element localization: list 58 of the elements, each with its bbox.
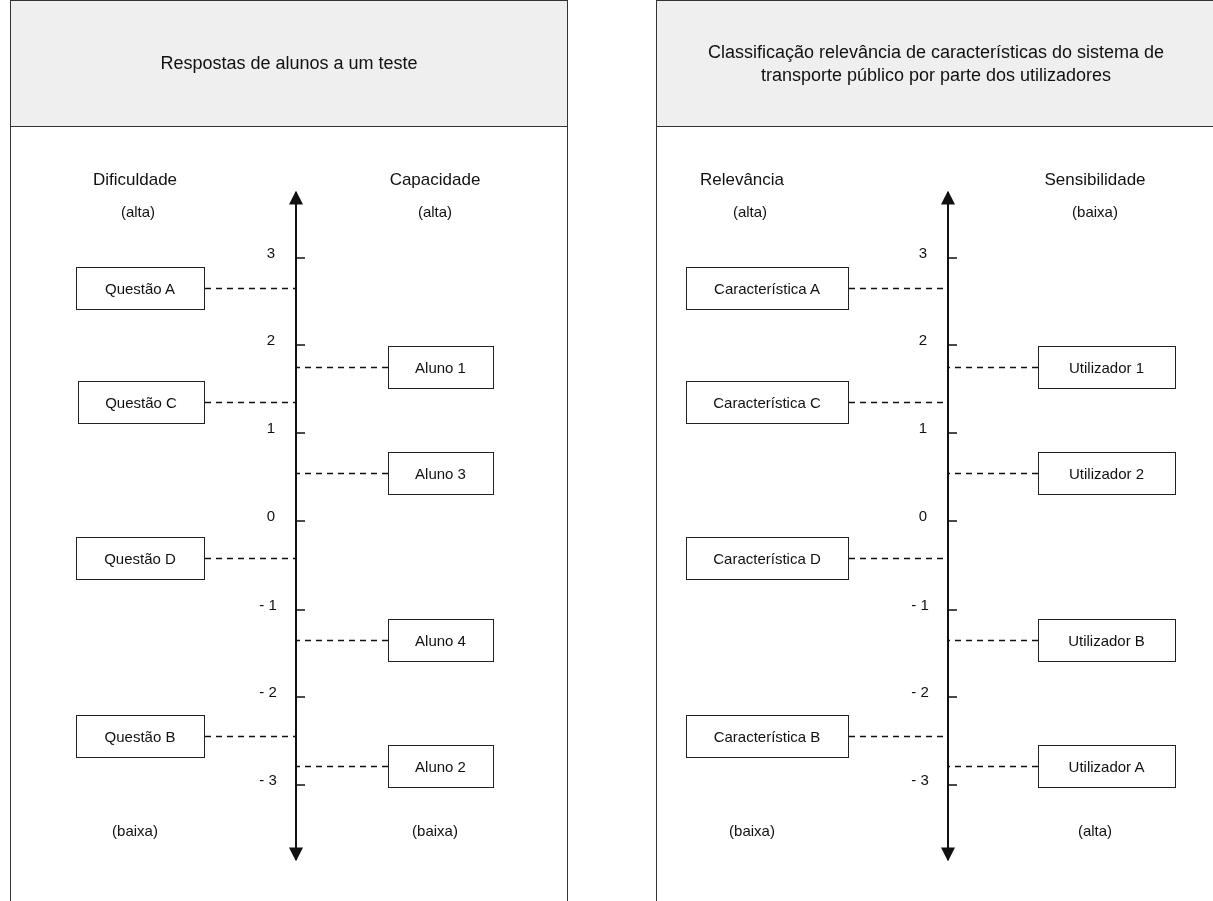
- tick-label: - 2: [911, 683, 929, 700]
- tick-label: 2: [918, 331, 928, 348]
- axis-heading: Sensibilidade: [1044, 170, 1146, 190]
- leader-line: [947, 765, 1039, 768]
- leader-line: [947, 639, 1039, 642]
- axis-heading: Dificuldade: [92, 170, 178, 190]
- leader-line: [295, 366, 389, 369]
- leader-line: [295, 639, 389, 642]
- label-box: Aluno 4: [387, 618, 494, 662]
- scale-end-label: (alta): [120, 203, 156, 220]
- label-box: Característica C: [685, 380, 849, 424]
- scale-end-label: (baixa): [729, 822, 775, 839]
- scale-end-label: (alta): [417, 203, 453, 220]
- scale-end-label: (baixa): [412, 822, 458, 839]
- tick-label: - 1: [259, 596, 277, 613]
- label-box: Aluno 3: [387, 451, 494, 495]
- label-box: Aluno 1: [387, 345, 494, 389]
- scale-end-label: (alta): [732, 203, 768, 220]
- leader-line: [947, 472, 1039, 475]
- scale-end-label: (baixa): [1072, 203, 1118, 220]
- tick-label: 3: [918, 244, 928, 261]
- label-box: Questão B: [75, 714, 205, 758]
- tick-label: - 2: [259, 683, 277, 700]
- tick-label: 1: [266, 419, 276, 436]
- label-box: Utilizador B: [1037, 618, 1176, 662]
- leader-line: [204, 557, 297, 560]
- label-box: Questão D: [75, 536, 205, 580]
- leader-line: [295, 765, 389, 768]
- label-box: Característica D: [685, 536, 849, 580]
- leader-line: [204, 287, 297, 290]
- tick-label: - 1: [911, 596, 929, 613]
- panel: [656, 0, 1213, 901]
- leader-line: [204, 735, 297, 738]
- tick-label: 3: [266, 244, 276, 261]
- tick-label: 0: [918, 507, 928, 524]
- tick-label: - 3: [911, 771, 929, 788]
- panel: [10, 0, 568, 901]
- tick-label: 2: [266, 331, 276, 348]
- label-box: Utilizador 2: [1037, 451, 1176, 495]
- panel-title: Classificação relevância de características do sistema de transporte público por parte dos utilizadores: [706, 40, 1166, 87]
- label-box: Utilizador 1: [1037, 345, 1176, 389]
- label-box: Utilizador A: [1037, 744, 1176, 788]
- label-box: Questão A: [75, 266, 205, 310]
- leader-line: [947, 366, 1039, 369]
- leader-line: [295, 472, 389, 475]
- scale-end-label: (alta): [1077, 822, 1113, 839]
- label-box: Aluno 2: [387, 744, 494, 788]
- label-box: Característica A: [685, 266, 849, 310]
- label-box: Característica B: [685, 714, 849, 758]
- leader-line: [204, 401, 297, 404]
- axis-heading: Capacidade: [389, 170, 481, 190]
- tick-label: - 3: [259, 771, 277, 788]
- label-box: Questão C: [77, 380, 205, 424]
- scale-end-label: (baixa): [112, 822, 158, 839]
- tick-label: 1: [918, 419, 928, 436]
- panel-title: Respostas de alunos a um teste: [160, 52, 418, 75]
- tick-label: 0: [266, 507, 276, 524]
- axis-heading: Relevância: [699, 170, 785, 190]
